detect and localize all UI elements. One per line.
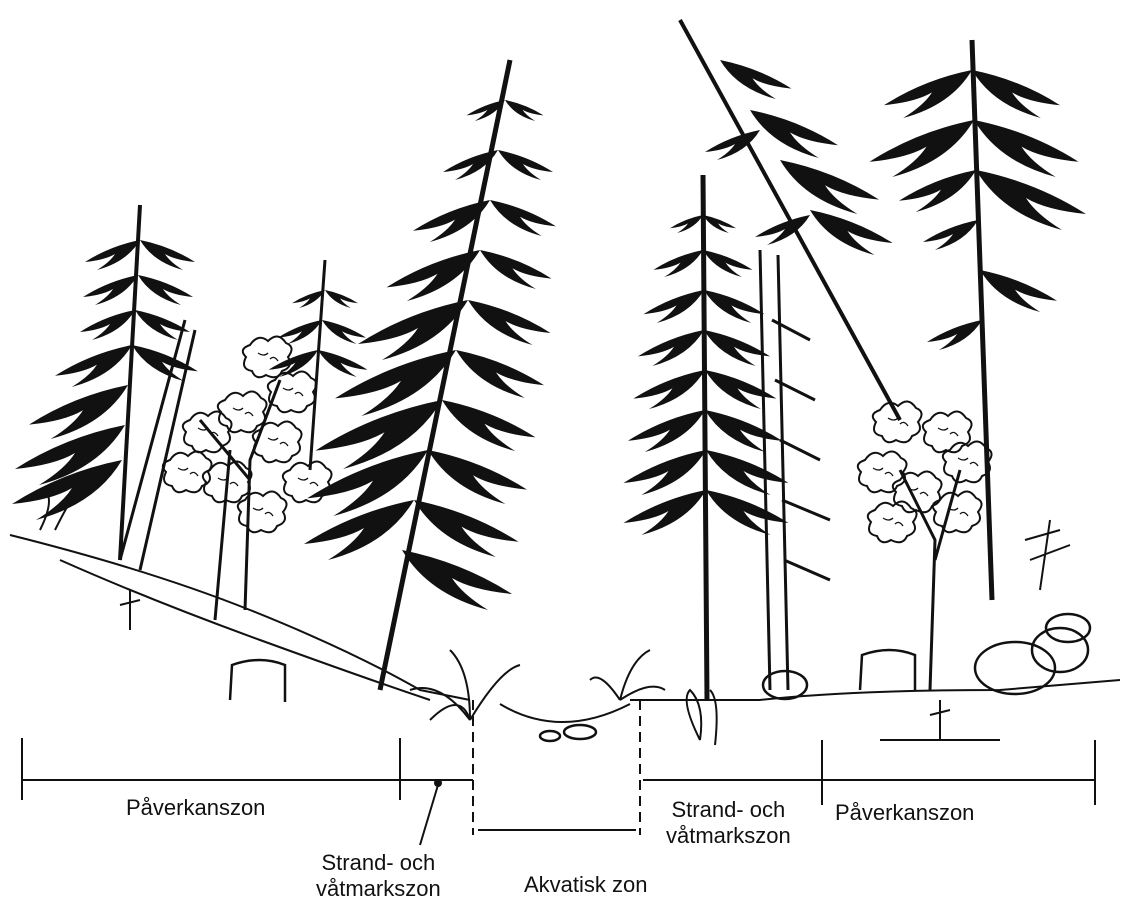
zone-label-left-shore: Strand- och våtmarkszon xyxy=(316,850,441,902)
conifer-tree xyxy=(870,40,1087,600)
zone-label-right-shore: Strand- och våtmarkszon xyxy=(666,797,791,849)
boulders xyxy=(230,614,1090,741)
conifer-tree xyxy=(12,205,198,560)
zone-label-aquatic: Akvatisk zon xyxy=(524,872,648,898)
ground-lines xyxy=(10,535,1120,740)
deciduous-tree xyxy=(858,401,992,690)
zone-label-right-influence: Påverkanszon xyxy=(835,800,974,826)
conifer-tree xyxy=(304,60,556,690)
deciduous-tree xyxy=(163,336,332,620)
dead-snag xyxy=(760,250,830,690)
zone-label-left-influence: Påverkanszon xyxy=(126,795,265,821)
